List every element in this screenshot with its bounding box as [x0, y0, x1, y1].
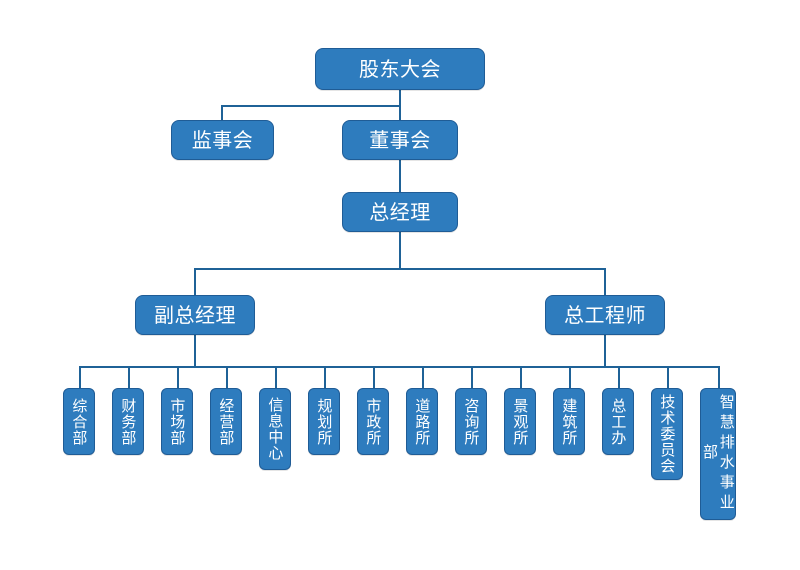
node-dept-finance[interactable]: 财务部 — [112, 388, 144, 455]
connector-chief-engineer-to-leafbar — [604, 335, 606, 367]
connector-level2-bar — [221, 105, 400, 107]
connector-level4-bar — [194, 268, 605, 270]
node-chief-engineer[interactable]: 总工程师 — [545, 295, 665, 335]
connector-leaf-drop-11 — [569, 366, 571, 388]
connector-leaf-drop-13 — [667, 366, 669, 388]
connector-leaf-drop-5 — [275, 366, 277, 388]
node-dept-operations[interactable]: 经营部 — [210, 388, 242, 455]
node-institute-municipal[interactable]: 市政所 — [357, 388, 389, 455]
connector-leaf-drop-12 — [618, 366, 620, 388]
node-board-of-directors[interactable]: 董事会 — [342, 120, 458, 160]
node-institute-consulting[interactable]: 咨询所 — [455, 388, 487, 455]
node-technical-committee[interactable]: 技术委员会 — [651, 388, 683, 480]
node-institute-planning[interactable]: 规划所 — [308, 388, 340, 455]
node-shareholders[interactable]: 股东大会 — [315, 48, 485, 90]
node-dept-marketing[interactable]: 市场部 — [161, 388, 193, 455]
connector-leaf-drop-14 — [718, 366, 720, 388]
connector-leaf-drop-2 — [128, 366, 130, 388]
connector-shareholders-down — [399, 90, 401, 106]
connector-gm-down — [399, 232, 401, 269]
connector-leaf-drop-6 — [324, 366, 326, 388]
connector-deputy-gm-down — [194, 268, 196, 296]
connector-supervisory-down — [221, 105, 223, 121]
connector-board-to-gm — [399, 160, 401, 193]
connector-board-down — [399, 105, 401, 121]
connector-leaf-drop-3 — [177, 366, 179, 388]
connector-leaf-bar — [79, 366, 720, 368]
node-supervisory-board[interactable]: 监事会 — [171, 120, 274, 160]
node-dept-general-affairs[interactable]: 综合部 — [63, 388, 95, 455]
node-institute-road[interactable]: 道路所 — [406, 388, 438, 455]
node-deputy-general-manager[interactable]: 副总经理 — [135, 295, 255, 335]
connector-leaf-drop-1 — [79, 366, 81, 388]
connector-leaf-drop-4 — [226, 366, 228, 388]
connector-leaf-drop-8 — [422, 366, 424, 388]
node-office-chief-engineer[interactable]: 总工办 — [602, 388, 634, 455]
node-general-manager[interactable]: 总经理 — [342, 192, 458, 232]
connector-chief-engineer-down — [604, 268, 606, 296]
node-smart-drainage-division[interactable]: 智慧排水事业部 — [700, 388, 736, 520]
node-institute-architecture[interactable]: 建筑所 — [553, 388, 585, 455]
connector-leaf-drop-9 — [471, 366, 473, 388]
connector-leaf-drop-10 — [520, 366, 522, 388]
node-institute-landscape[interactable]: 景观所 — [504, 388, 536, 455]
connector-leaf-drop-7 — [373, 366, 375, 388]
node-dept-information-center[interactable]: 信息中心 — [259, 388, 291, 470]
connector-deputy-gm-to-leafbar — [194, 335, 196, 367]
